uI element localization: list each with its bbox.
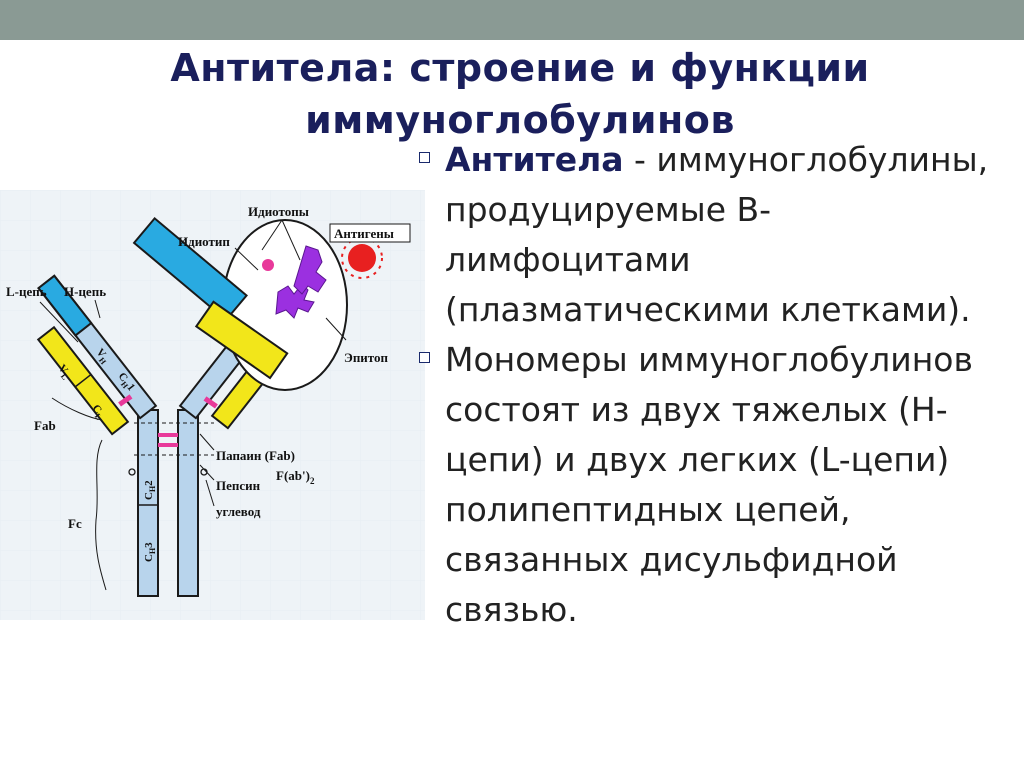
label-vl: VL	[54, 362, 73, 381]
leader-papain	[199, 433, 215, 451]
label-ch3: CH3	[143, 542, 157, 562]
carbohydrate-marker-left	[128, 468, 136, 476]
leader-idiotopes-2	[281, 219, 301, 261]
antigen-particle	[341, 237, 383, 279]
fab-bracket	[51, 397, 103, 421]
antibody-svg: L-цепь H-цепь Fab Fc Идиотопы Идиотип Ан…	[0, 190, 425, 620]
label-fc: Fc	[68, 516, 82, 531]
leader-carbohydrate	[205, 479, 215, 507]
label-idiotype: Идиотип	[178, 234, 230, 249]
label-ch2: CH2	[143, 480, 157, 500]
label-carbohydrate: углевод	[216, 504, 261, 519]
vh-domain-left	[37, 274, 93, 337]
disulfide-bond-hinge-1	[158, 433, 178, 437]
title-line-1: Антитела: строение и функции	[170, 46, 870, 90]
slide-title: Антитела: строение и функции иммуноглобу…	[60, 42, 980, 146]
label-fab: Fab	[34, 418, 56, 433]
fc-bracket	[95, 439, 107, 591]
leader-idiotype	[234, 247, 259, 271]
bullet-item-monomers: Мономеры иммуноглобулинов состоят из дву…	[415, 335, 1015, 635]
title-line-2: иммуноглобулинов	[305, 98, 735, 142]
bullet-text: - иммуноглобулины, продуцируемые В-лимфо…	[445, 140, 989, 329]
label-epitope: Эпитоп	[344, 350, 389, 365]
heavy-chain-stem-left	[137, 409, 159, 597]
label-fab2: F(ab')2	[276, 468, 315, 486]
leader-h-chain	[94, 299, 101, 319]
label-antigens: Антигены	[334, 226, 394, 241]
disulfide-bond-left-arm	[118, 394, 133, 407]
antigen-fragment	[275, 283, 315, 319]
bullet-square-icon	[419, 352, 430, 363]
idiotope-marker	[262, 259, 274, 271]
label-papain: Папаин (Fab)	[216, 448, 295, 463]
zoom-light-chain	[194, 300, 289, 380]
bullet-list: Антитела - иммуноглобулины, продуцируемы…	[415, 135, 1015, 635]
bullet-text: Мономеры иммуноглобулинов состоят из дву…	[445, 340, 973, 629]
label-h-chain: H-цепь	[64, 284, 106, 299]
bullet-item-antibodies: Антитела - иммуноглобулины, продуцируемы…	[415, 135, 1015, 335]
label-cl: CL	[88, 402, 107, 421]
disulfide-bond-right-arm	[203, 396, 218, 409]
label-l-chain: L-цепь	[6, 284, 47, 299]
label-ch1: CH1	[114, 370, 137, 394]
antigen-fragment-2	[293, 245, 327, 295]
top-bar	[0, 0, 1024, 40]
label-idiotopes: Идиотопы	[248, 204, 309, 219]
label-pepsin: Пепсин	[216, 478, 261, 493]
zoom-heavy-chain	[132, 216, 248, 322]
heavy-chain-stem-right	[177, 409, 199, 597]
leader-l-chain	[39, 301, 79, 343]
bullet-square-icon	[419, 152, 430, 163]
label-vh: VH	[92, 346, 112, 366]
leader-epitope	[325, 317, 347, 341]
disulfide-bond-hinge-2	[158, 443, 178, 447]
bullet-term: Антитела	[445, 140, 624, 179]
leader-pepsin	[199, 464, 215, 481]
antibody-diagram: L-цепь H-цепь Fab Fc Идиотопы Идиотип Ан…	[0, 190, 425, 620]
leader-idiotopes-1	[261, 219, 283, 251]
